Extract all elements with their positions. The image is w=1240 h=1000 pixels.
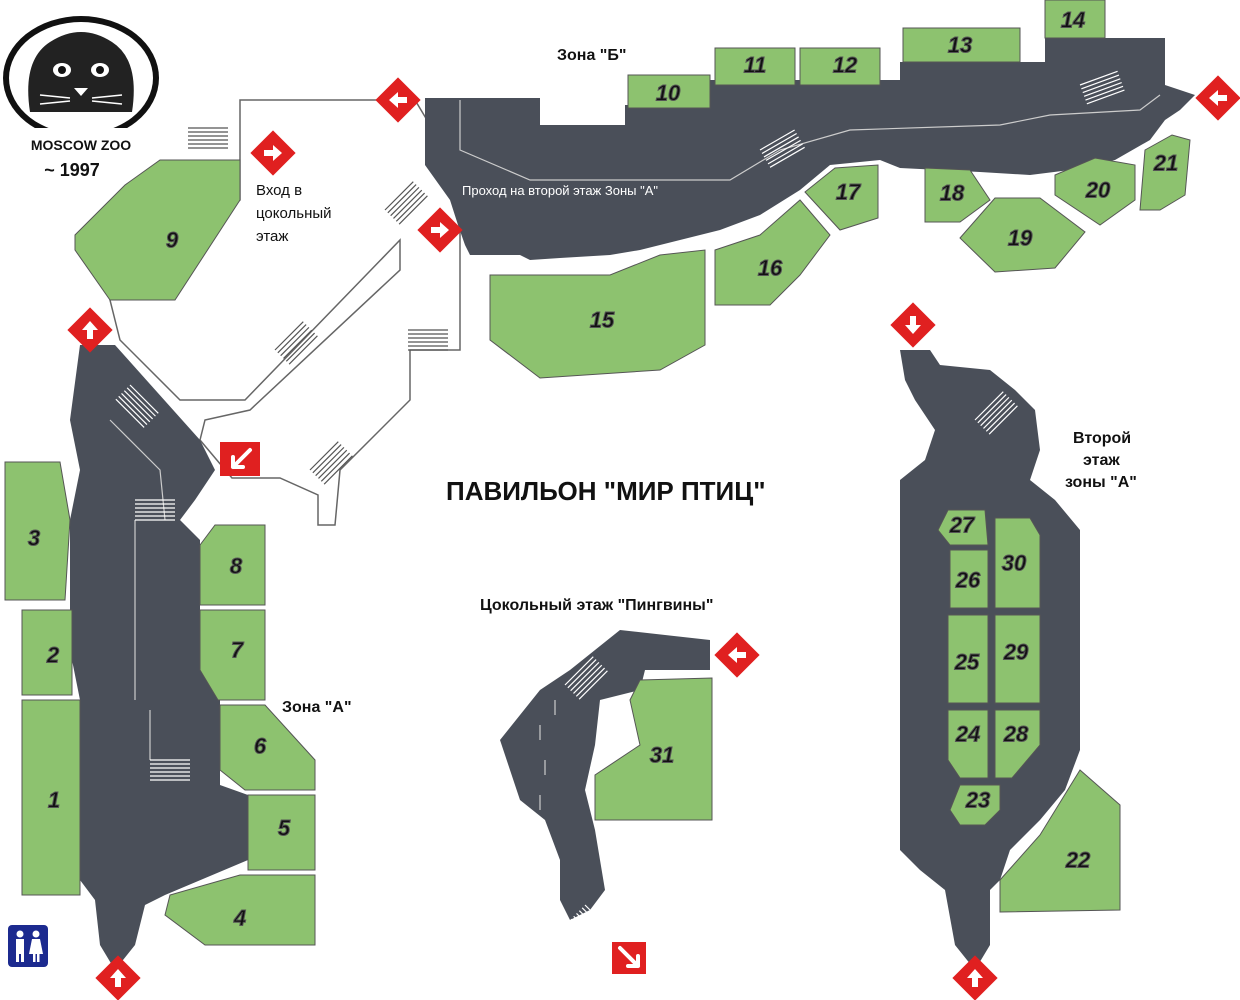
enclosure-30[interactable]: 30	[994, 517, 1041, 609]
entrance-label-line2: цокольный	[256, 205, 332, 222]
svg-text:9: 9	[166, 228, 179, 253]
svg-text:15: 15	[590, 308, 615, 333]
svg-text:22: 22	[1065, 848, 1091, 873]
enclosure-23[interactable]: 23	[949, 784, 1001, 826]
svg-text:21: 21	[1153, 151, 1178, 176]
enclosure-16[interactable]: 16	[714, 199, 831, 306]
enclosure-12[interactable]: 12	[799, 47, 881, 86]
enclosure-11[interactable]: 11	[714, 47, 796, 86]
svg-text:6: 6	[254, 734, 267, 759]
logo-year: ~ 1997	[44, 160, 100, 180]
svg-text:28: 28	[1003, 722, 1029, 747]
exit-arrow-icon[interactable]	[952, 955, 998, 1000]
svg-text:5: 5	[278, 816, 291, 841]
enclosure-22[interactable]: 22	[999, 769, 1121, 913]
enclosure-19[interactable]: 19	[959, 197, 1086, 273]
enclosure-27[interactable]: 27	[937, 509, 989, 546]
second-floor-label-line3: зоны "А"	[1065, 474, 1137, 491]
second-floor-corridor	[900, 350, 1080, 970]
svg-text:27: 27	[949, 513, 976, 538]
svg-text:7: 7	[231, 638, 245, 663]
enclosure-2[interactable]: 2	[21, 609, 73, 696]
exit-arrow-square-icon[interactable]	[612, 942, 646, 974]
enclosure-20[interactable]: 20	[1054, 157, 1136, 226]
enclosure-4[interactable]: 4	[164, 874, 316, 946]
enclosure-17[interactable]: 17	[804, 164, 879, 231]
entrance-label-line3: этаж	[256, 228, 288, 245]
svg-text:8: 8	[230, 554, 243, 579]
zone-a-corridor	[70, 345, 248, 970]
second-floor-label-line1: Второй	[1073, 430, 1131, 447]
corridor-lines	[109, 94, 1161, 810]
enclosure-28[interactable]: 28	[994, 709, 1041, 779]
svg-text:11: 11	[744, 53, 767, 78]
basement-label: Цокольный этаж "Пингвины"	[480, 597, 713, 614]
entrance-label-line1: Вход в	[256, 182, 302, 199]
enclosure-29[interactable]: 29	[994, 614, 1041, 704]
svg-text:19: 19	[1008, 226, 1033, 251]
svg-text:2: 2	[46, 643, 60, 668]
corridors	[70, 38, 1195, 970]
svg-text:14: 14	[1061, 8, 1085, 33]
svg-text:4: 4	[233, 906, 246, 931]
exits	[67, 75, 1240, 1000]
second-floor-label-line2: этаж	[1083, 452, 1120, 469]
logo-name: MOSCOW ZOO	[31, 137, 131, 153]
enclosure-8[interactable]: 8	[199, 524, 266, 606]
passage-label: Проход на второй этаж Зоны "А"	[462, 183, 658, 198]
enclosure-6[interactable]: 6	[219, 704, 316, 791]
svg-text:1: 1	[48, 788, 60, 813]
enclosure-25[interactable]: 25	[947, 614, 989, 704]
zone-a-label: Зона "А"	[282, 699, 352, 716]
zone-b-label: Зона "Б"	[557, 47, 626, 64]
svg-text:31: 31	[650, 743, 674, 768]
svg-text:12: 12	[833, 53, 858, 78]
enclosure-1[interactable]: 1	[21, 699, 81, 896]
zoo-logo: MOSCOW ZOO ~ 1997	[3, 16, 159, 180]
enclosure-24[interactable]: 24	[947, 709, 989, 779]
enclosure-26[interactable]: 26	[949, 549, 989, 609]
enclosure-5[interactable]: 5	[247, 794, 316, 871]
svg-text:20: 20	[1085, 178, 1111, 203]
restroom-icon[interactable]	[8, 925, 48, 967]
exit-arrow-icon[interactable]	[1195, 75, 1240, 121]
enclosure-31[interactable]: 31	[594, 677, 713, 821]
page-title: ПАВИЛЬОН "МИР ПТИЦ"	[446, 476, 766, 506]
svg-text:10: 10	[656, 81, 681, 106]
pallas-cat-logo-icon	[28, 32, 134, 112]
svg-text:29: 29	[1003, 640, 1029, 665]
enclosure-18[interactable]: 18	[924, 167, 991, 223]
enclosure-13[interactable]: 13	[902, 27, 1021, 63]
svg-text:17: 17	[836, 180, 862, 205]
enclosure-21[interactable]: 21	[1139, 134, 1191, 211]
svg-text:13: 13	[948, 33, 972, 58]
enclosure-14[interactable]: 14	[1044, 0, 1106, 39]
enclosure-15[interactable]: 15	[489, 249, 706, 379]
svg-text:3: 3	[28, 526, 40, 551]
exit-arrow-icon[interactable]	[714, 632, 760, 678]
basement-corridor	[500, 630, 710, 920]
enclosure-10[interactable]: 10	[627, 74, 711, 109]
svg-text:23: 23	[965, 788, 990, 813]
enclosure-9[interactable]: 9	[74, 159, 241, 301]
enclosure-3[interactable]: 3	[4, 461, 71, 601]
svg-text:30: 30	[1002, 551, 1027, 576]
exit-arrow-icon[interactable]	[890, 302, 936, 348]
svg-text:25: 25	[954, 650, 980, 675]
svg-text:16: 16	[758, 256, 783, 281]
svg-text:18: 18	[940, 181, 965, 206]
svg-text:26: 26	[955, 568, 981, 593]
exit-arrow-square-icon[interactable]	[220, 442, 260, 476]
enclosure-7[interactable]: 7	[199, 609, 266, 701]
enclosures: 1 2 3 4 5 6 7 8 9 10 11 12 13 14 15 16 1…	[4, 0, 1191, 946]
svg-text:24: 24	[955, 722, 980, 747]
exit-arrow-icon[interactable]	[95, 955, 141, 1000]
zone-b-corridor	[425, 38, 1195, 260]
